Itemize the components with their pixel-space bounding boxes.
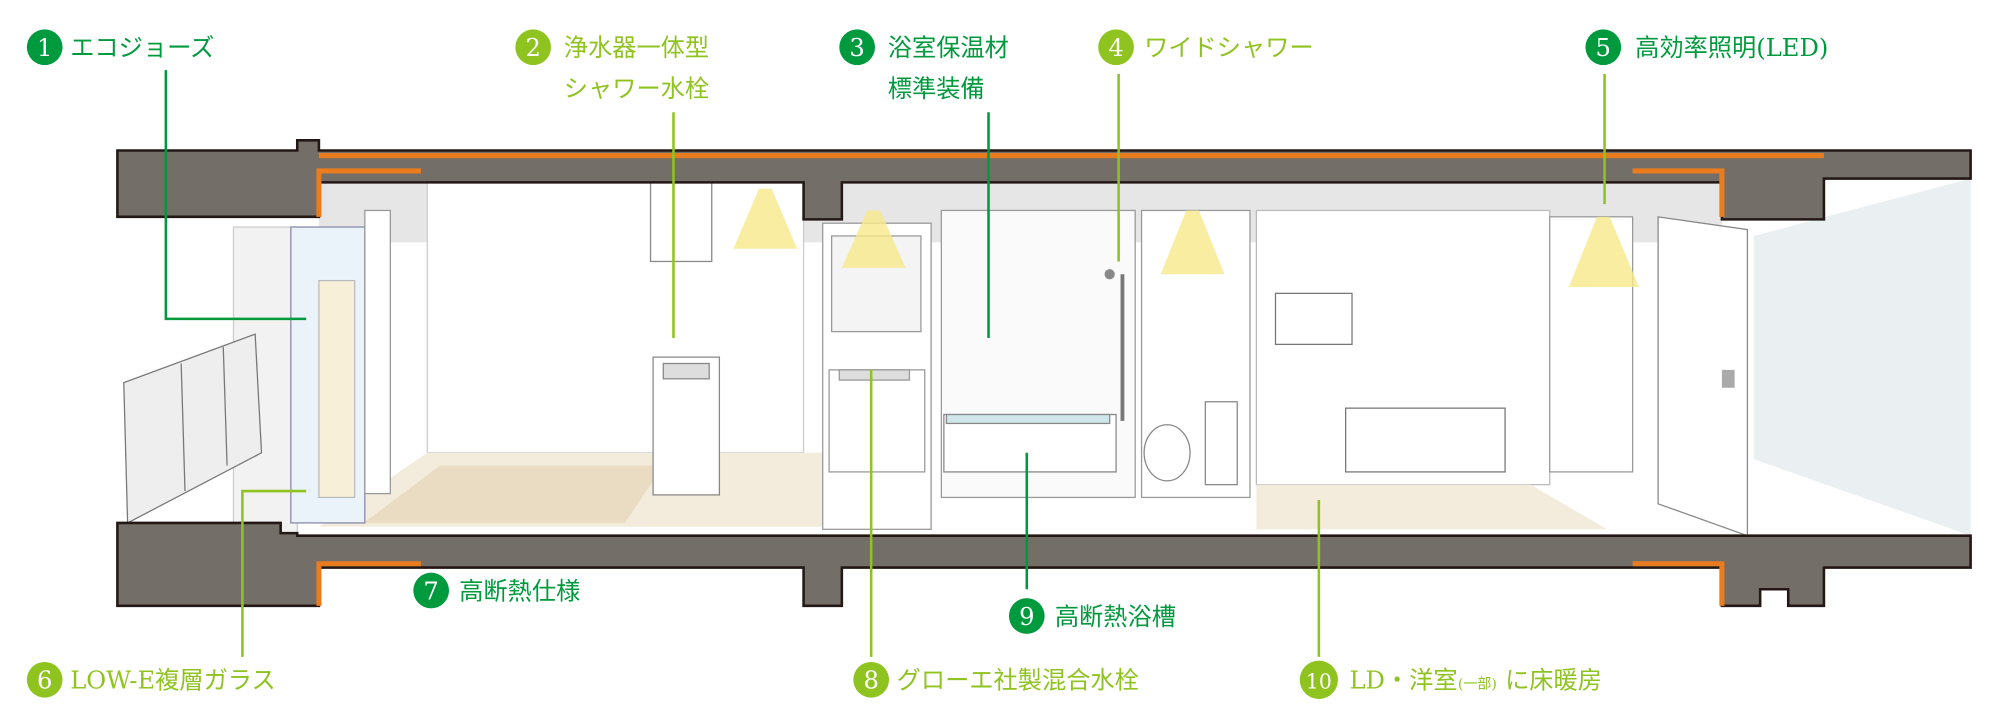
feature-label-6: 6 LOW-E複層ガラス — [26, 661, 276, 698]
railing-post — [222, 346, 228, 466]
floor-slab — [116, 521, 1972, 608]
number-badge — [839, 29, 876, 66]
leader-line-6 — [241, 489, 307, 657]
leader-lines — [164, 70, 1606, 657]
feature-text: 高効率照明(LED) — [1635, 34, 1828, 62]
bedroom-floor — [1256, 484, 1608, 530]
feature-label-4: 4 ワイドシャワー — [1098, 29, 1314, 66]
feature-text: 高断熱仕様 — [459, 577, 580, 605]
feature-text: グローエ社製混合水栓 — [897, 667, 1139, 695]
number-badge — [413, 572, 450, 609]
number-badge — [515, 29, 552, 66]
insulation-top-left — [316, 168, 421, 217]
leader-line-1 — [164, 70, 307, 321]
living-back-wall — [426, 181, 805, 454]
number-badge — [1008, 598, 1045, 634]
feature-label-5: 5 高効率照明(LED) — [1585, 29, 1828, 66]
feature-label-1: 1 エコジョーズ — [26, 29, 214, 66]
feature-text: 浴室保温材 — [888, 34, 1009, 62]
feature-text: エコジョーズ — [70, 34, 214, 62]
number-text: 8 — [863, 667, 878, 695]
number-text: 7 — [423, 577, 438, 605]
number-badge — [853, 661, 890, 698]
led-light — [1568, 216, 1639, 287]
feature-text: ワイドシャワー — [1144, 34, 1314, 62]
shower-head — [1104, 269, 1115, 280]
feature-label-2: 2 浄水器一体型 シャワー水栓 — [515, 29, 709, 103]
number-badge — [1585, 29, 1622, 66]
toilet-cabinet — [1204, 401, 1238, 486]
number-badge — [26, 661, 63, 698]
number-text: 3 — [849, 34, 864, 62]
feature-label-7: 7 高断熱仕様 — [413, 572, 580, 609]
kitchen-counter — [652, 356, 721, 496]
feature-text: に床暖房 — [1505, 667, 1602, 695]
led-light — [841, 210, 906, 268]
balcony-railing — [123, 333, 263, 524]
vanity-basin — [838, 369, 911, 381]
number-text: 4 — [1108, 34, 1123, 62]
insulation-ceiling — [318, 153, 1824, 159]
bathtub-water — [945, 413, 1111, 425]
feature-label-3: 3 浴室保温材 標準装備 — [839, 29, 1009, 103]
number-text: 6 — [37, 667, 52, 695]
feature-label-9: 9 高断熱浴槽 — [1008, 598, 1176, 634]
number-badge — [1098, 29, 1134, 66]
corridor-wall — [1753, 178, 1971, 536]
vanity — [828, 369, 926, 473]
number-badge — [1299, 660, 1338, 699]
led-light — [1160, 210, 1225, 275]
number-badge — [26, 29, 63, 66]
insulation-top-right — [1632, 168, 1725, 217]
feature-label-10: 10 LD・洋室 (一部) に床暖房 — [1299, 660, 1602, 699]
number-text: 10 — [1306, 670, 1332, 694]
toilet — [1143, 424, 1191, 482]
feature-text: 高断熱浴槽 — [1055, 603, 1176, 631]
wall-picture — [1274, 292, 1353, 346]
number-text: 1 — [37, 34, 52, 62]
feature-text: シャワー水栓 — [564, 75, 709, 103]
interior — [123, 178, 1971, 537]
sink — [662, 362, 710, 380]
feature-text: LOW-E複層ガラス — [70, 667, 276, 695]
feature-text: LD・洋室 — [1349, 667, 1457, 695]
water-heater-cabinet — [649, 181, 713, 263]
feature-label-8: 8 グローエ社製混合水栓 — [853, 661, 1139, 698]
feature-text-small: (一部) — [1458, 677, 1497, 693]
insulation-bottom-left — [316, 561, 421, 606]
structure — [116, 139, 1972, 608]
floor-heating-area — [363, 465, 664, 523]
number-text: 2 — [525, 34, 540, 62]
number-text: 5 — [1596, 34, 1611, 62]
curtain — [318, 279, 356, 499]
insulation-bottom-right — [1632, 561, 1725, 606]
bed — [1345, 407, 1506, 473]
railing-post — [180, 363, 186, 492]
window-frame — [364, 209, 391, 495]
feature-text: 標準装備 — [888, 75, 985, 103]
led-light — [733, 188, 798, 249]
number-text: 9 — [1019, 603, 1034, 631]
door-handle — [1721, 369, 1735, 388]
feature-text: 浄水器一体型 — [564, 34, 709, 62]
